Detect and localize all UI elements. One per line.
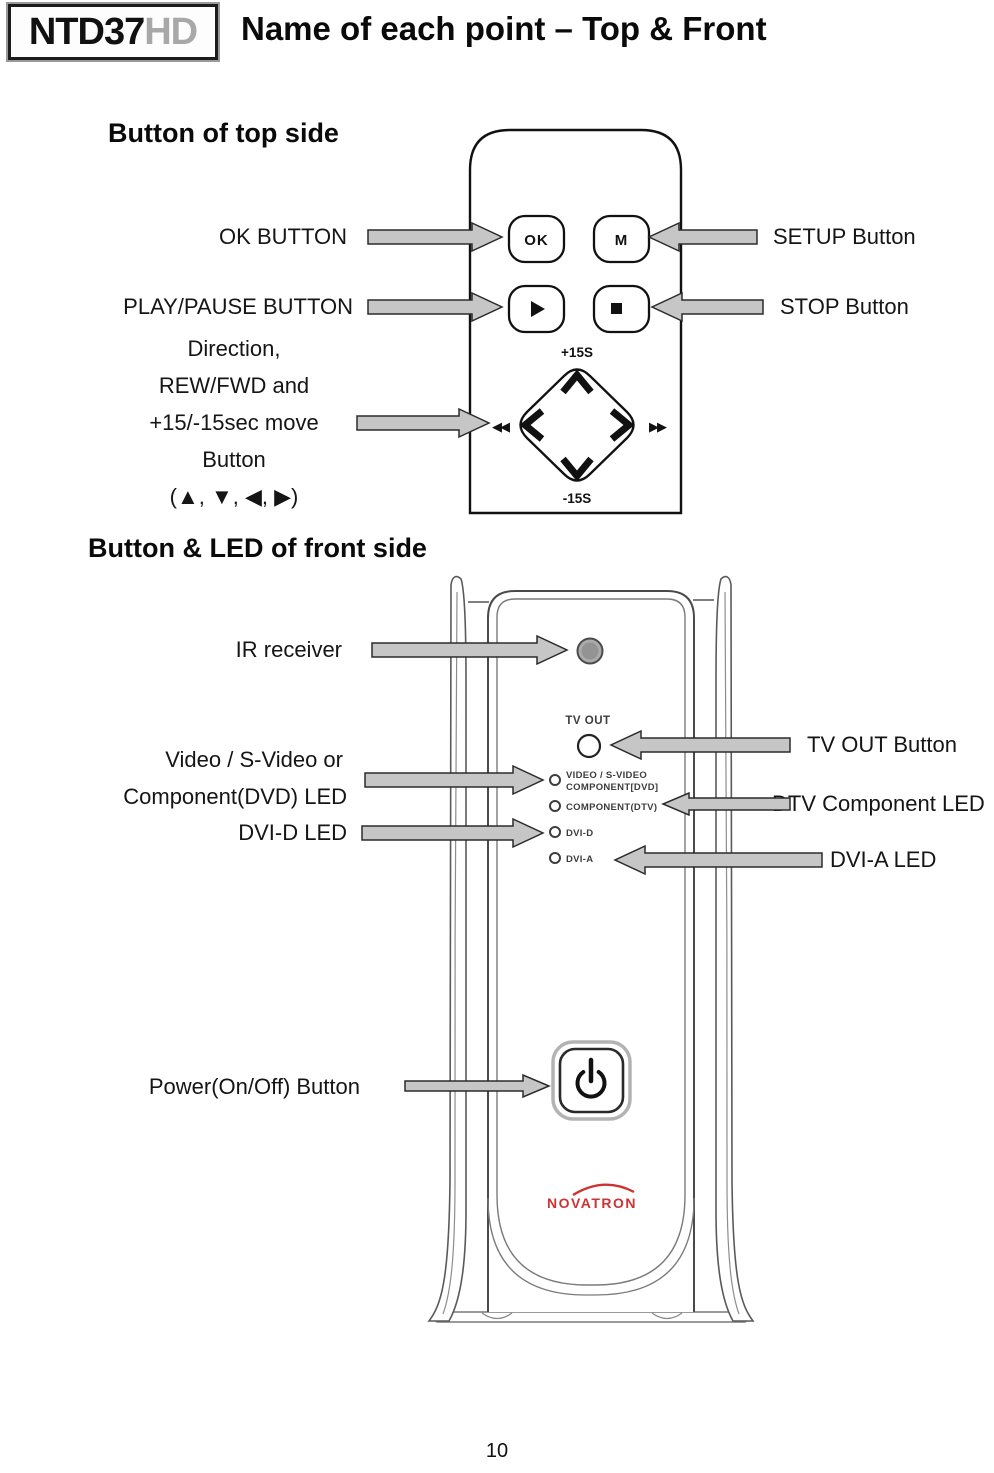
tv-out-callout-arrow [609,729,791,761]
dvid-led-text: DVI-D [566,828,593,839]
minus15s-label: -15S [563,491,592,506]
novatron-text: NOVATRON [547,1195,637,1211]
top-side-heading: Button of top side [108,118,339,148]
video-led-text-line2: COMPONENT[DVD] [566,782,658,793]
power-button-label: Power(On/Off) Button [148,1074,360,1099]
ok-key-glyph: OK [524,232,549,249]
video-led [549,774,561,786]
dtv-component-led [549,800,561,812]
power-callout-arrow [404,1073,551,1099]
direction-button-label: Direction, REW/FWD and +15/-15sec move B… [149,336,319,509]
tv-out-panel-label: TV OUT [565,715,610,727]
stop-icon [611,303,622,314]
dvid-led [549,826,561,838]
remote-top-diagram: OK M +15S [468,128,683,515]
ir-callout-arrow [371,634,569,666]
callout-arrows [356,221,823,1099]
front-panel-diagram: TV OUT VIDEO / S-VIDEO COMPONENT[DVD] CO… [427,575,755,1323]
ok-button-label: OK BUTTON [219,224,347,249]
page-number: 10 [485,1440,509,1462]
dvid-callout-arrow [361,817,545,849]
power-icon [575,1057,607,1099]
video-led-text-line1: VIDEO / S-VIDEO [566,770,647,781]
device-foot-left [481,1312,513,1320]
rew-icon: ◀◀ [492,419,510,434]
front-side-heading: Button & LED of front side [88,533,427,563]
setup-callout-arrow [647,221,758,253]
dpad-up-icon [560,369,594,395]
panel-leds: VIDEO / S-VIDEO COMPONENT[DVD] COMPONENT… [549,770,658,865]
video-led-callout-arrow [364,764,545,796]
video-led-label-line2: Component(DVD) LED [123,784,347,809]
ir-receiver [576,637,604,665]
play-pause-label: PLAY/PAUSE BUTTON [123,294,353,319]
panel-bottom-curve [487,1197,695,1296]
dvia-led-text: DVI-A [566,854,593,865]
dpad-right-icon [609,408,635,442]
device-base [433,1311,749,1323]
tv-out-button-label: TV OUT Button [807,732,957,757]
fwd-icon: ▶▶ [649,419,667,434]
plus15s-label: +15S [561,345,593,360]
remote-stop-key [592,284,651,334]
front-panel-outline [487,590,695,1312]
device-left-pillar [427,575,467,1322]
remote-menu-key: M [592,214,651,264]
logo-model: NTD37 [28,10,145,53]
dvid-led-label: DVI-D LED [238,820,347,845]
dvia-led-label: DVI-A LED [830,847,937,872]
play-callout-arrow [367,291,504,323]
tv-out-button: TV OUT [565,715,610,759]
ir-receiver-label: IR receiver [235,637,342,662]
remote-ok-key: OK [507,214,566,264]
direction-callout-arrow [356,407,491,439]
menu-key-glyph: M [615,232,629,249]
dpad-outline [519,368,635,482]
dpad-down-icon [560,456,594,482]
ok-callout-arrow [367,221,504,253]
dpad-left-icon [519,408,545,442]
page-title: Name of each point – Top & Front [241,10,767,47]
device-right-pillar [715,575,755,1322]
logo-suffix: HD [144,10,198,53]
power-button [551,1040,632,1121]
novatron-logo: NOVATRON [547,1183,637,1211]
dvia-callout-arrow [613,844,823,876]
video-led-label-line1: Video / S-Video or [165,747,343,772]
remote-direction-pad: +15S ◀◀ ▶▶ -15S [492,345,669,506]
dvia-led [549,852,561,864]
device-foot-right [651,1312,683,1320]
setup-button-label: SETUP Button [773,224,916,249]
panel-inner-outline [496,598,686,1286]
play-icon [531,301,545,317]
dtv-callout-arrow [661,791,791,817]
stop-callout-arrow [650,291,764,323]
dtv-led-text: COMPONENT(DTV) [566,802,657,813]
remote-play-key [507,284,566,334]
stop-button-label: STOP Button [780,294,909,319]
dtv-component-led-label: DTV Component LED [772,791,985,816]
